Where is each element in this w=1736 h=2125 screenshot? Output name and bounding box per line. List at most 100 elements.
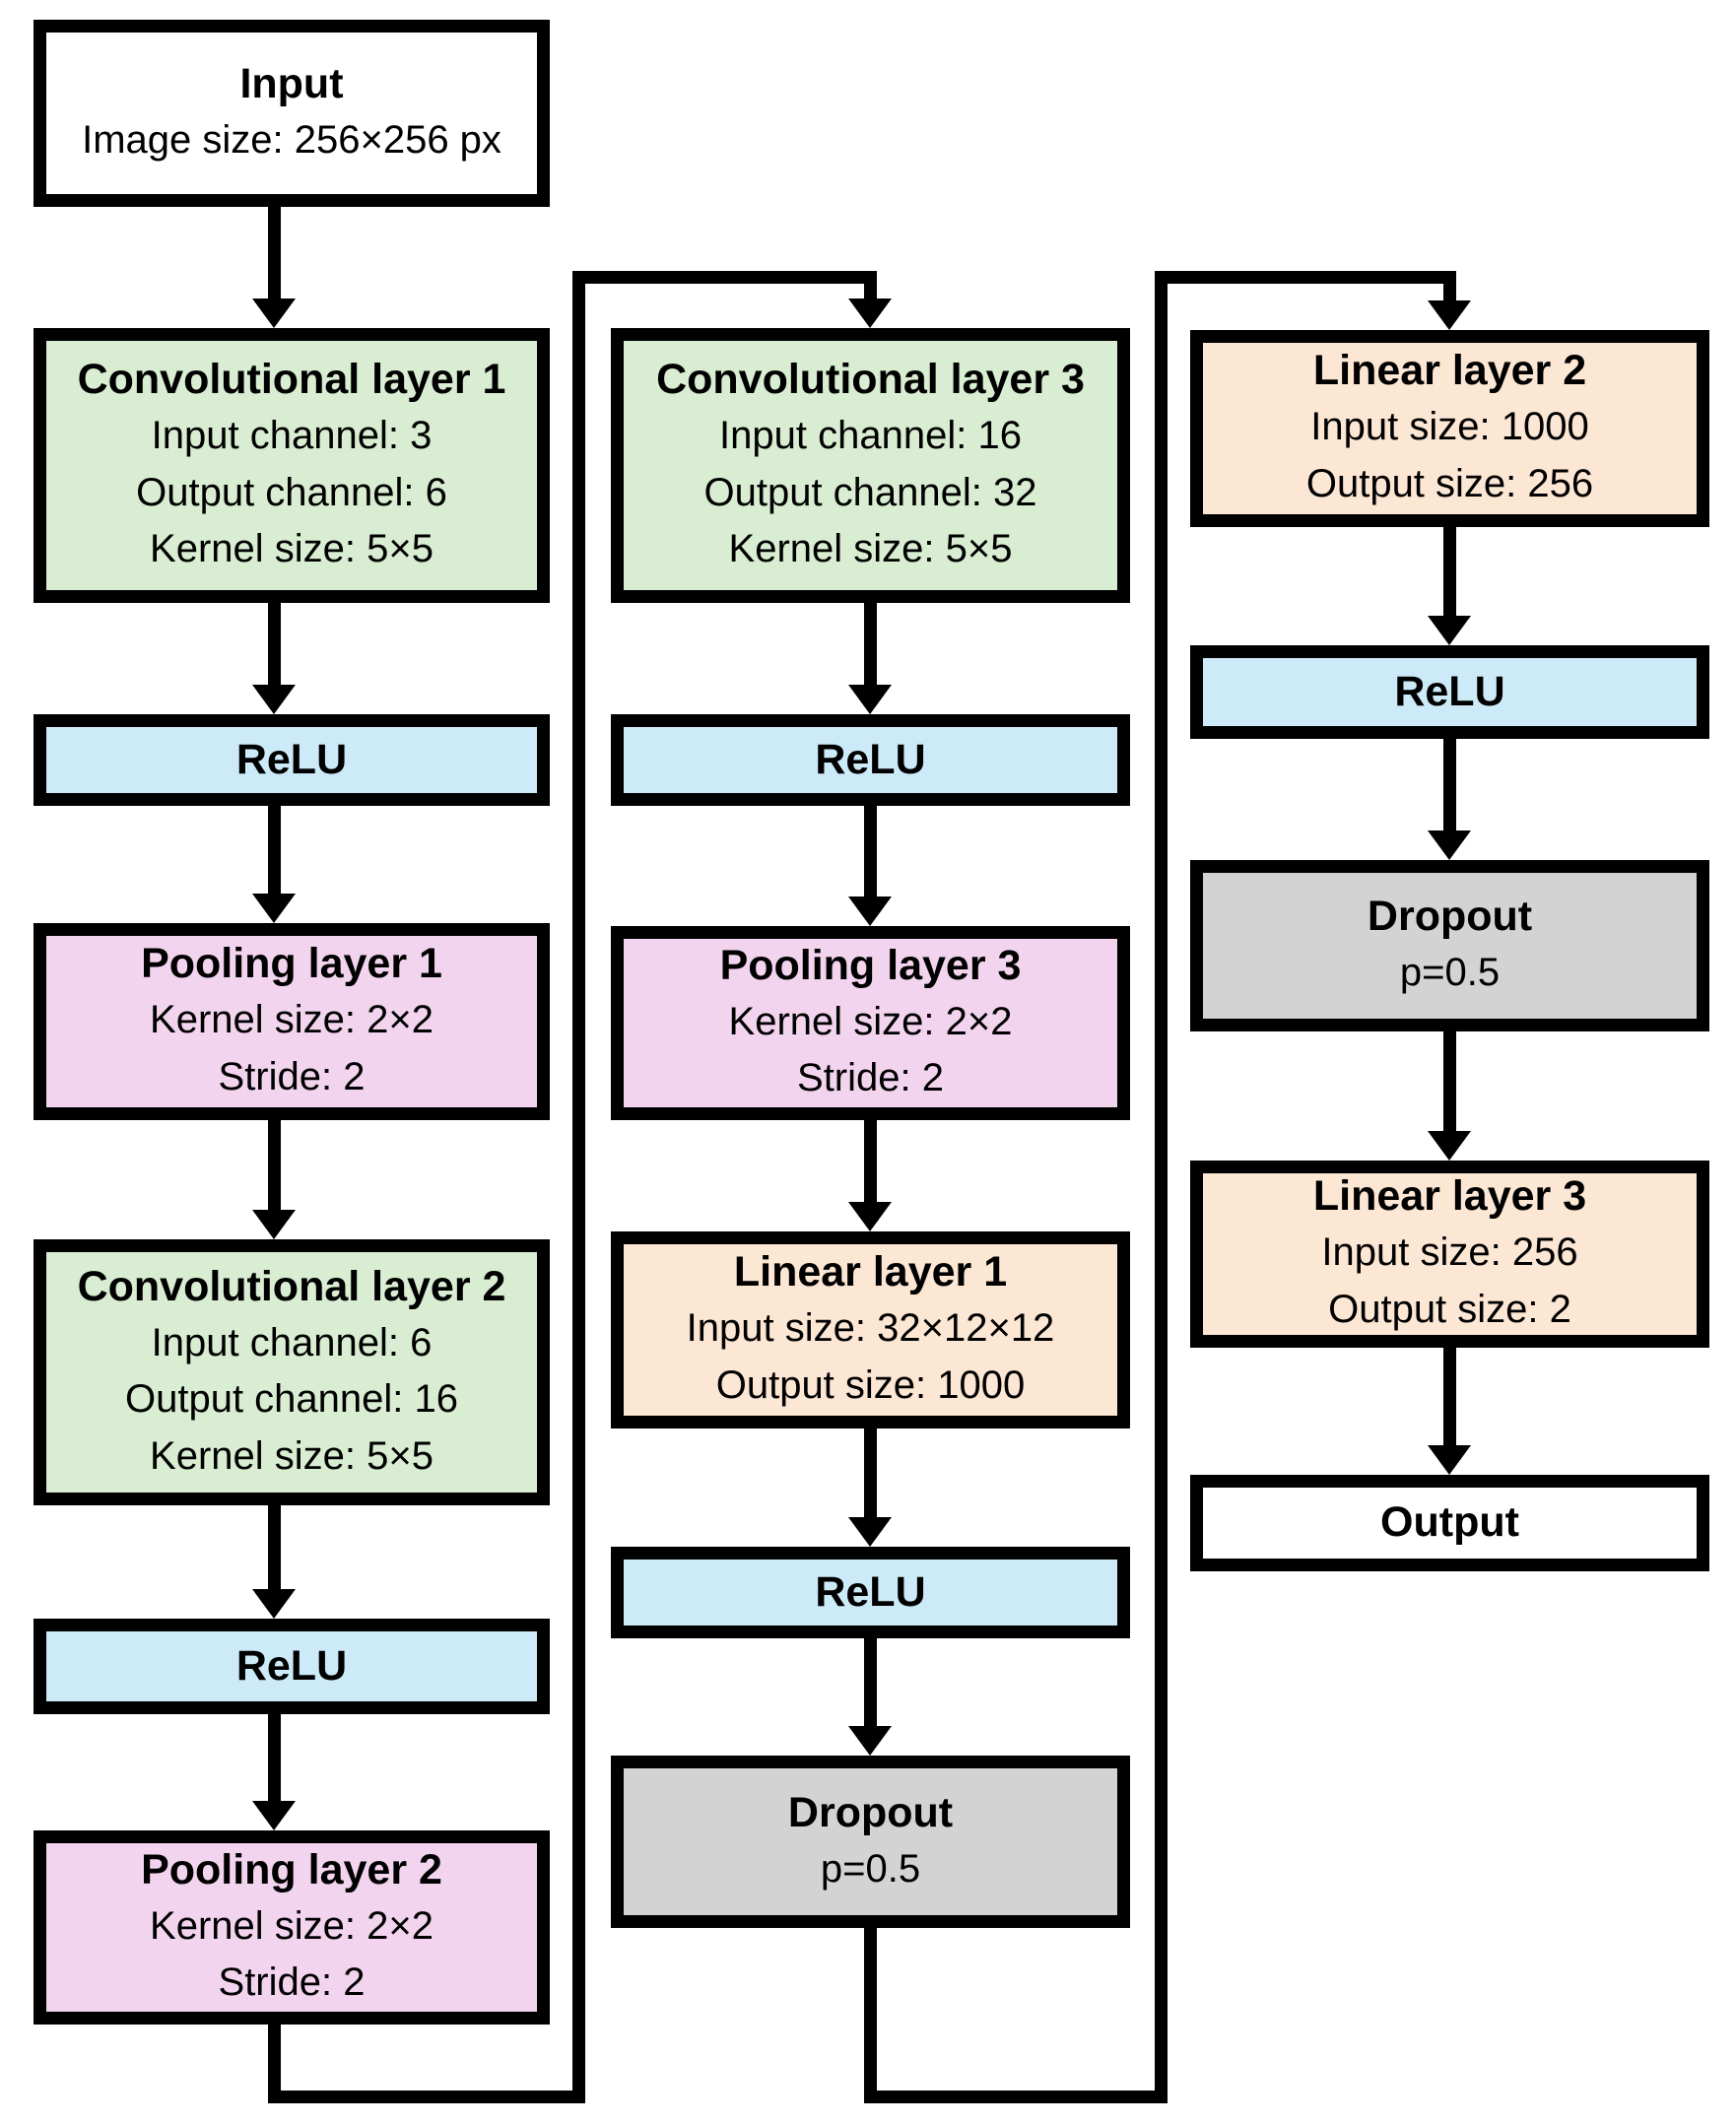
conv2-title: Convolutional layer 2 [77, 1262, 506, 1310]
relu1-box: ReLU [33, 714, 550, 806]
dropout1-box: Dropout p=0.5 [611, 1756, 1130, 1928]
arrow-line-relu3-pool3 [864, 806, 877, 896]
conv1-box: Convolutional layer 1 Input channel: 3 O… [33, 328, 550, 603]
conv3-title: Convolutional layer 3 [656, 356, 1085, 404]
arrowhead-linear1-relu4 [848, 1517, 892, 1547]
pool3-title: Pooling layer 3 [719, 941, 1022, 989]
arrowhead-relu1-pool1 [252, 894, 296, 923]
pool3-box: Pooling layer 3 Kernel size: 2×2 Stride:… [611, 926, 1130, 1120]
pool2-title: Pooling layer 2 [141, 1845, 442, 1893]
arrowhead-relu3-pool3 [848, 896, 892, 926]
connector-bottom-middle-horizontal [864, 2091, 1168, 2103]
arrow-line-relu2-pool2 [268, 1714, 281, 1801]
pool1-box: Pooling layer 1 Kernel size: 2×2 Stride:… [33, 923, 550, 1120]
conv3-output-channel: Output channel: 32 [703, 470, 1037, 514]
linear1-title: Linear layer 1 [733, 1248, 1008, 1296]
relu3-box: ReLU [611, 714, 1130, 806]
arrow-line-pool3-linear1 [864, 1120, 877, 1202]
conv3-input-channel: Input channel: 16 [719, 414, 1022, 458]
pool1-stride: Stride: 2 [218, 1054, 366, 1098]
conv1-input-channel: Input channel: 3 [151, 414, 433, 458]
connector-bracket2-vertical [1155, 271, 1168, 2103]
arrow-line-relu1-pool1 [268, 806, 281, 894]
arrow-line-linear1-relu4 [864, 1428, 877, 1517]
arrowhead-relu2-pool2 [252, 1801, 296, 1830]
arrowhead-conv2-relu2 [252, 1589, 296, 1619]
arrow-line-input-conv1 [268, 207, 281, 299]
connector-bracket1-downturn [864, 271, 877, 303]
arrow-line-linear3-output [1443, 1348, 1456, 1445]
connector-bottom-left-horizontal [268, 2091, 585, 2103]
connector-bracket2-top-horizontal [1155, 271, 1456, 284]
arrow-line-dropout2-linear3 [1443, 1031, 1456, 1131]
conv1-title: Convolutional layer 1 [77, 356, 506, 404]
pool1-kernel-size: Kernel size: 2×2 [150, 998, 434, 1042]
conv2-output-channel: Output channel: 16 [124, 1377, 459, 1422]
pool2-stride: Stride: 2 [218, 1960, 366, 2005]
relu4-box: ReLU [611, 1547, 1130, 1638]
connector-dropout1-down-stub [864, 1928, 877, 2103]
arrowhead-relu5-dropout2 [1428, 830, 1471, 860]
arrow-line-conv1-relu1 [268, 603, 281, 685]
arrowhead-linear3-output [1428, 1445, 1471, 1475]
relu5-box: ReLU [1190, 645, 1709, 739]
arrow-line-relu4-dropout1 [864, 1638, 877, 1726]
arrowhead-conv1-relu1 [252, 685, 296, 714]
arrowhead-linear2-relu5 [1428, 616, 1471, 645]
linear3-title: Linear layer 3 [1312, 1172, 1587, 1221]
conv3-kernel-size: Kernel size: 5×5 [728, 527, 1013, 571]
linear1-input-size: Input size: 32×12×12 [686, 1306, 1055, 1351]
linear2-box: Linear layer 2 Input size: 1000 Output s… [1190, 330, 1709, 527]
linear3-output-size: Output size: 2 [1328, 1287, 1571, 1331]
conv2-input-channel: Input channel: 6 [151, 1320, 433, 1364]
arrow-line-conv2-relu2 [268, 1505, 281, 1589]
relu2-box: ReLU [33, 1619, 550, 1714]
dropout2-title: Dropout [1367, 893, 1533, 941]
conv1-kernel-size: Kernel size: 5×5 [150, 527, 434, 571]
connector-bracket1-top-horizontal [572, 271, 877, 284]
linear1-output-size: Output size: 1000 [715, 1362, 1026, 1407]
output-title: Output [1380, 1498, 1519, 1547]
dropout2-p-value: p=0.5 [1399, 951, 1501, 995]
connector-pool2-down-stub [268, 2025, 281, 2103]
pool1-title: Pooling layer 1 [141, 940, 442, 988]
arrowhead-pool1-conv2 [252, 1210, 296, 1239]
dropout2-box: Dropout p=0.5 [1190, 860, 1709, 1031]
relu3-title: ReLU [815, 735, 926, 783]
arrowhead-pool3-linear1 [848, 1202, 892, 1231]
arrowhead-bracket2-linear2 [1428, 300, 1471, 330]
arrowhead-dropout2-linear3 [1428, 1131, 1471, 1161]
pool2-box: Pooling layer 2 Kernel size: 2×2 Stride:… [33, 1830, 550, 2025]
dropout1-p-value: p=0.5 [820, 1846, 921, 1891]
conv2-kernel-size: Kernel size: 5×5 [150, 1433, 434, 1478]
relu4-title: ReLU [815, 1567, 926, 1616]
arrow-line-relu5-dropout2 [1443, 739, 1456, 830]
relu5-title: ReLU [1394, 667, 1505, 715]
linear3-input-size: Input size: 256 [1321, 1230, 1578, 1275]
arrow-line-linear2-relu5 [1443, 527, 1456, 616]
linear1-box: Linear layer 1 Input size: 32×12×12 Outp… [611, 1231, 1130, 1428]
pool3-stride: Stride: 2 [797, 1056, 944, 1100]
linear2-output-size: Output size: 256 [1305, 461, 1594, 505]
linear2-input-size: Input size: 1000 [1310, 405, 1589, 449]
pool2-kernel-size: Kernel size: 2×2 [150, 1903, 434, 1948]
relu2-title: ReLU [235, 1641, 348, 1690]
arrowhead-relu4-dropout1 [848, 1726, 892, 1756]
conv1-output-channel: Output channel: 6 [136, 470, 447, 514]
linear3-box: Linear layer 3 Input size: 256 Output si… [1190, 1161, 1709, 1348]
conv3-box: Convolutional layer 3 Input channel: 16 … [611, 328, 1130, 603]
pool3-kernel-size: Kernel size: 2×2 [728, 999, 1013, 1043]
input-size-text: Image size: 256×256 px [82, 118, 501, 163]
connector-bracket1-vertical [572, 271, 585, 2103]
arrowhead-input-conv1 [252, 299, 296, 328]
dropout1-title: Dropout [787, 1788, 954, 1836]
relu1-title: ReLU [235, 735, 348, 783]
linear2-title: Linear layer 2 [1312, 347, 1587, 395]
connector-bracket2-downturn [1443, 271, 1456, 305]
arrow-line-pool1-conv2 [268, 1120, 281, 1210]
output-box: Output [1190, 1475, 1709, 1571]
arrowhead-bracket1-conv3 [848, 299, 892, 328]
input-title: Input [239, 60, 344, 108]
conv2-box: Convolutional layer 2 Input channel: 6 O… [33, 1239, 550, 1505]
